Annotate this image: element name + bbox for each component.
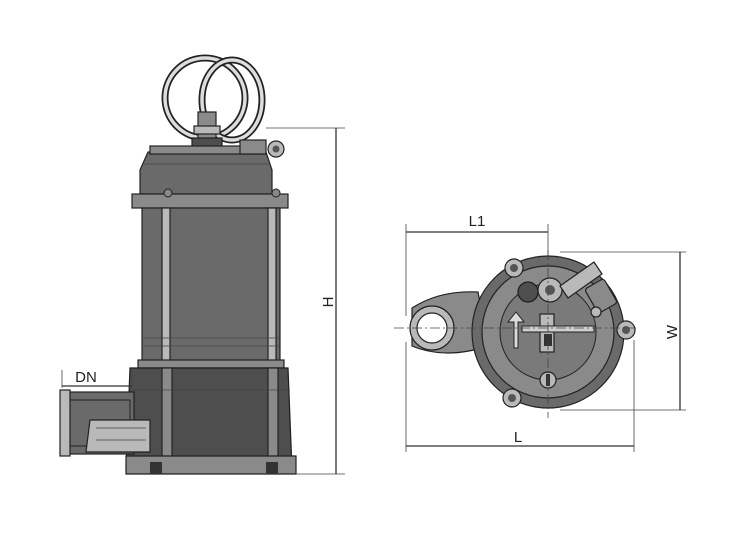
height-dimension [266, 127, 345, 475]
discharge-outlet [59, 389, 151, 457]
pump-top-view [394, 250, 636, 418]
width-dimension [560, 251, 686, 411]
side-fitting [239, 139, 285, 158]
offset-label: L1 [469, 213, 486, 230]
rotation-arrow-icon [506, 311, 526, 349]
offset-dimension [405, 224, 549, 316]
width-label: W [664, 324, 681, 339]
upper-flange [131, 193, 289, 209]
outlet-label: DN [75, 369, 97, 386]
length-dimension [405, 340, 635, 452]
outlet-dimension [61, 370, 133, 388]
pump-housing [125, 367, 293, 471]
pump-side-view [59, 54, 297, 475]
motor-top-cap [139, 151, 273, 195]
height-label: H [320, 297, 337, 308]
cable-gland [191, 111, 223, 149]
length-label: L [514, 429, 522, 446]
